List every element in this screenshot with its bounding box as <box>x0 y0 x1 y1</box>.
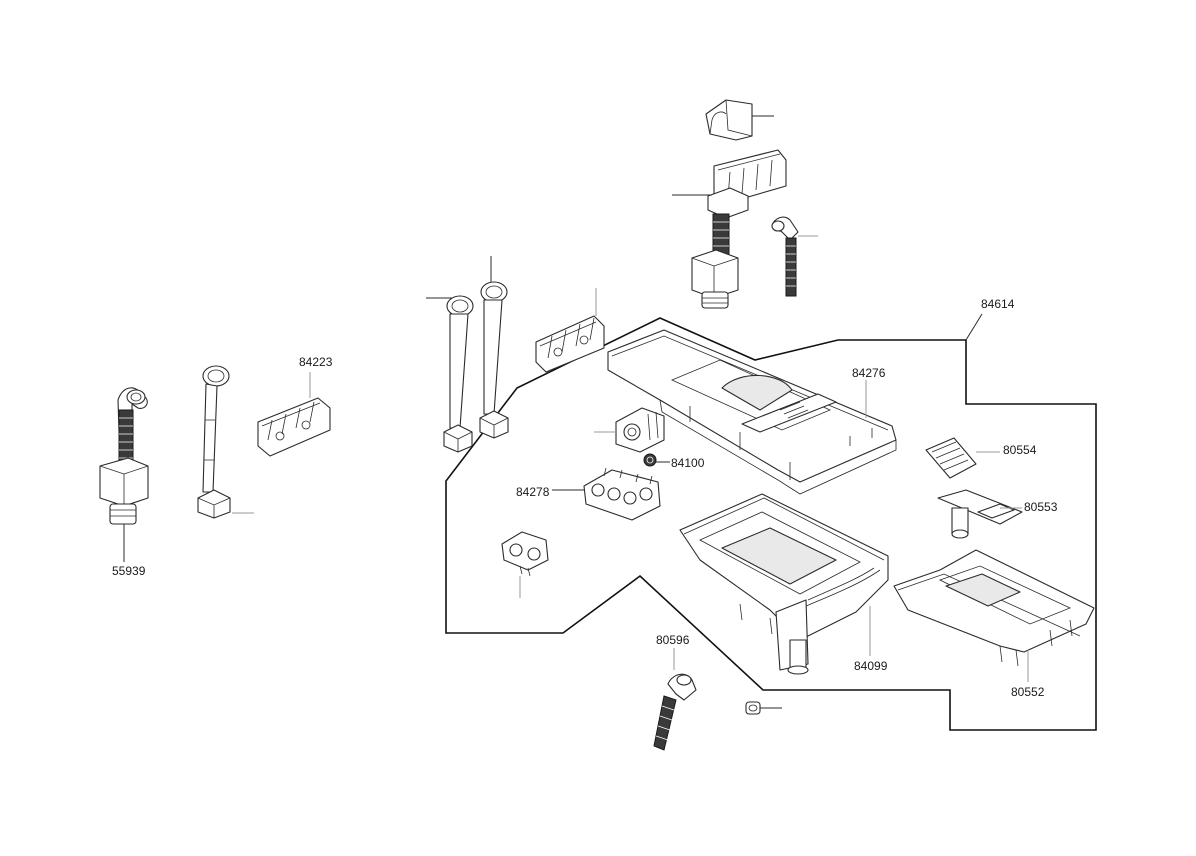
callout-84276: 84276 <box>852 366 886 380</box>
callout-84100: 84100 <box>671 456 705 470</box>
part-84223-bracket <box>257 372 331 457</box>
part-hose-left <box>197 365 254 519</box>
callout-84223: 84223 <box>299 355 333 369</box>
part-valve-small <box>594 407 665 453</box>
callout-80552: 80552 <box>1011 685 1045 699</box>
part-80554-insert <box>925 437 1000 479</box>
part-80552-drawer <box>893 549 1095 682</box>
part-80553-siphon <box>937 489 1023 539</box>
part-55939-inlet-hose <box>99 387 149 562</box>
part-hose-pair <box>426 256 509 453</box>
callout-80596: 80596 <box>656 633 690 647</box>
callout-80553: 80553 <box>1024 500 1058 514</box>
part-bracket-center <box>535 288 605 373</box>
part-valve-lower <box>501 531 549 598</box>
part-top-cap <box>705 99 774 141</box>
callout-55939: 55939 <box>112 564 146 578</box>
callout-84614: 84614 <box>981 297 1015 311</box>
assembly-boundary-84614 <box>445 317 1097 731</box>
callout-84099: 84099 <box>854 659 888 673</box>
part-84099-housing <box>679 493 889 675</box>
part-80596-hose <box>653 648 697 751</box>
part-84278-valve-block <box>552 467 661 521</box>
part-short-hose-top <box>771 216 818 297</box>
callout-84278: 84278 <box>516 485 550 499</box>
part-pump-assembly <box>672 149 787 309</box>
part-84100-nut <box>643 453 670 467</box>
callout-80554: 80554 <box>1003 443 1037 457</box>
part-84276-frame <box>607 329 897 495</box>
part-small-coupling <box>745 701 782 715</box>
leader-84614 <box>965 313 983 341</box>
